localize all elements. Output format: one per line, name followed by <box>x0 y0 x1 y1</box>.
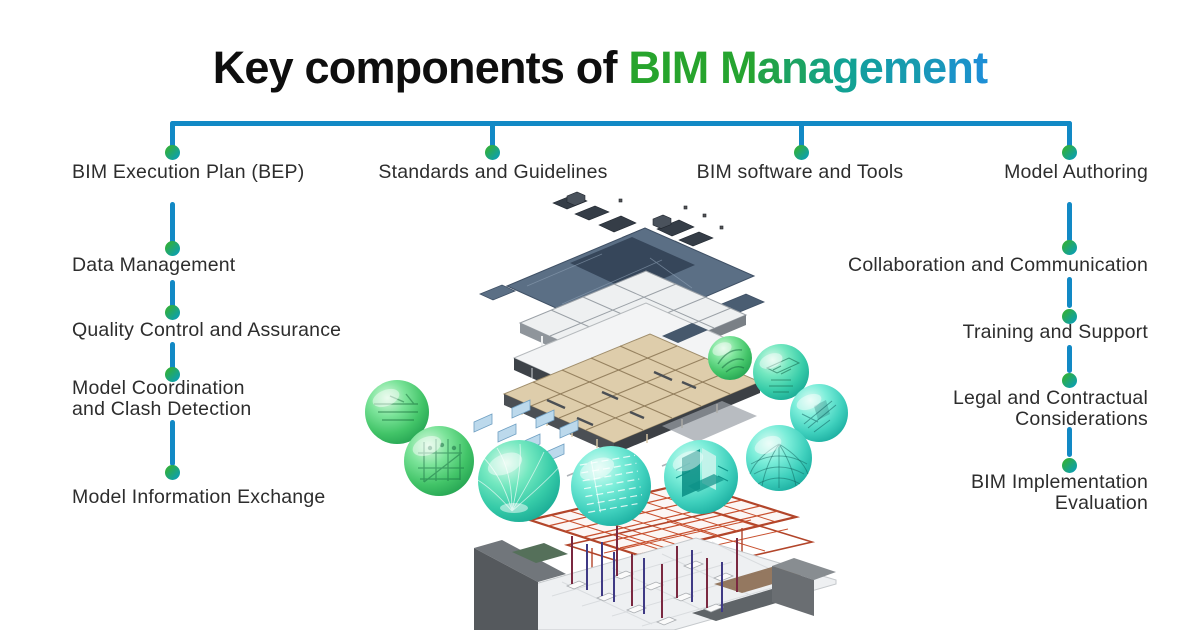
connector-hline <box>170 121 1072 126</box>
left-branch-line <box>170 280 175 310</box>
branch-dot <box>165 241 180 256</box>
branch-dot <box>1062 240 1077 255</box>
right-branch-line <box>1067 202 1072 242</box>
site-base <box>474 526 837 630</box>
sphere-wiring <box>473 440 561 522</box>
connector-stub-4 <box>1067 121 1072 150</box>
sphere-dome <box>746 425 812 491</box>
node-model-authoring: Model Authoring <box>1004 161 1148 183</box>
left-branch-line <box>170 420 175 466</box>
sphere-scaffolding <box>404 426 474 496</box>
branch-dot <box>1062 309 1077 324</box>
bim-model-illustration: Exploded 3D BIM building model with stac… <box>365 191 848 630</box>
branch-dot <box>165 367 180 382</box>
title-prefix: Key components of <box>212 42 629 93</box>
connector-stub-2 <box>490 121 495 150</box>
right-branch-line <box>1067 345 1072 373</box>
title-highlight: BIM Management <box>628 42 988 93</box>
node-data-management: Data Management <box>72 254 236 276</box>
sphere-interior <box>790 384 848 442</box>
branch-dot <box>1062 145 1077 160</box>
branch-dot <box>794 145 809 160</box>
branch-dot <box>165 305 180 320</box>
rooftop-pieces <box>552 191 724 254</box>
branch-dot <box>165 465 180 480</box>
right-branch-line <box>1067 427 1072 457</box>
connector-stub-1 <box>170 121 175 150</box>
left-branch-line <box>170 342 175 372</box>
left-branch-line <box>170 202 175 244</box>
node-model-information-exchange: Model Information Exchange <box>72 486 326 508</box>
node-quality-control: Quality Control and Assurance <box>72 319 342 341</box>
node-bim-execution-plan: BIM Execution Plan (BEP) <box>72 161 305 183</box>
node-bim-implementation-evaluation: BIM Implementation Evaluation <box>970 471 1148 514</box>
glass-spheres <box>365 336 848 526</box>
node-standards-guidelines: Standards and Guidelines <box>378 161 608 183</box>
node-legal-contractual: Legal and Contractual Considerations <box>952 387 1148 430</box>
sphere-machinery <box>365 380 429 444</box>
branch-dot <box>1062 373 1077 388</box>
sphere-floorplan <box>753 344 809 400</box>
branch-dot <box>1062 458 1077 473</box>
right-branch-line <box>1067 277 1072 308</box>
node-collaboration-communication: Collaboration and Communication <box>848 254 1148 276</box>
sphere-massing <box>664 440 738 514</box>
sphere-hand-sketch <box>708 336 752 380</box>
page-title: Key components of BIM Management <box>0 42 1200 94</box>
node-bim-software-tools: BIM software and Tools <box>696 161 904 183</box>
node-training-support: Training and Support <box>962 321 1148 343</box>
branch-dot <box>485 145 500 160</box>
connector-stub-3 <box>799 121 804 150</box>
node-model-coordination: Model Coordination and Clash Detection <box>72 377 252 420</box>
sphere-datasheet <box>571 446 651 526</box>
branch-dot <box>165 145 180 160</box>
